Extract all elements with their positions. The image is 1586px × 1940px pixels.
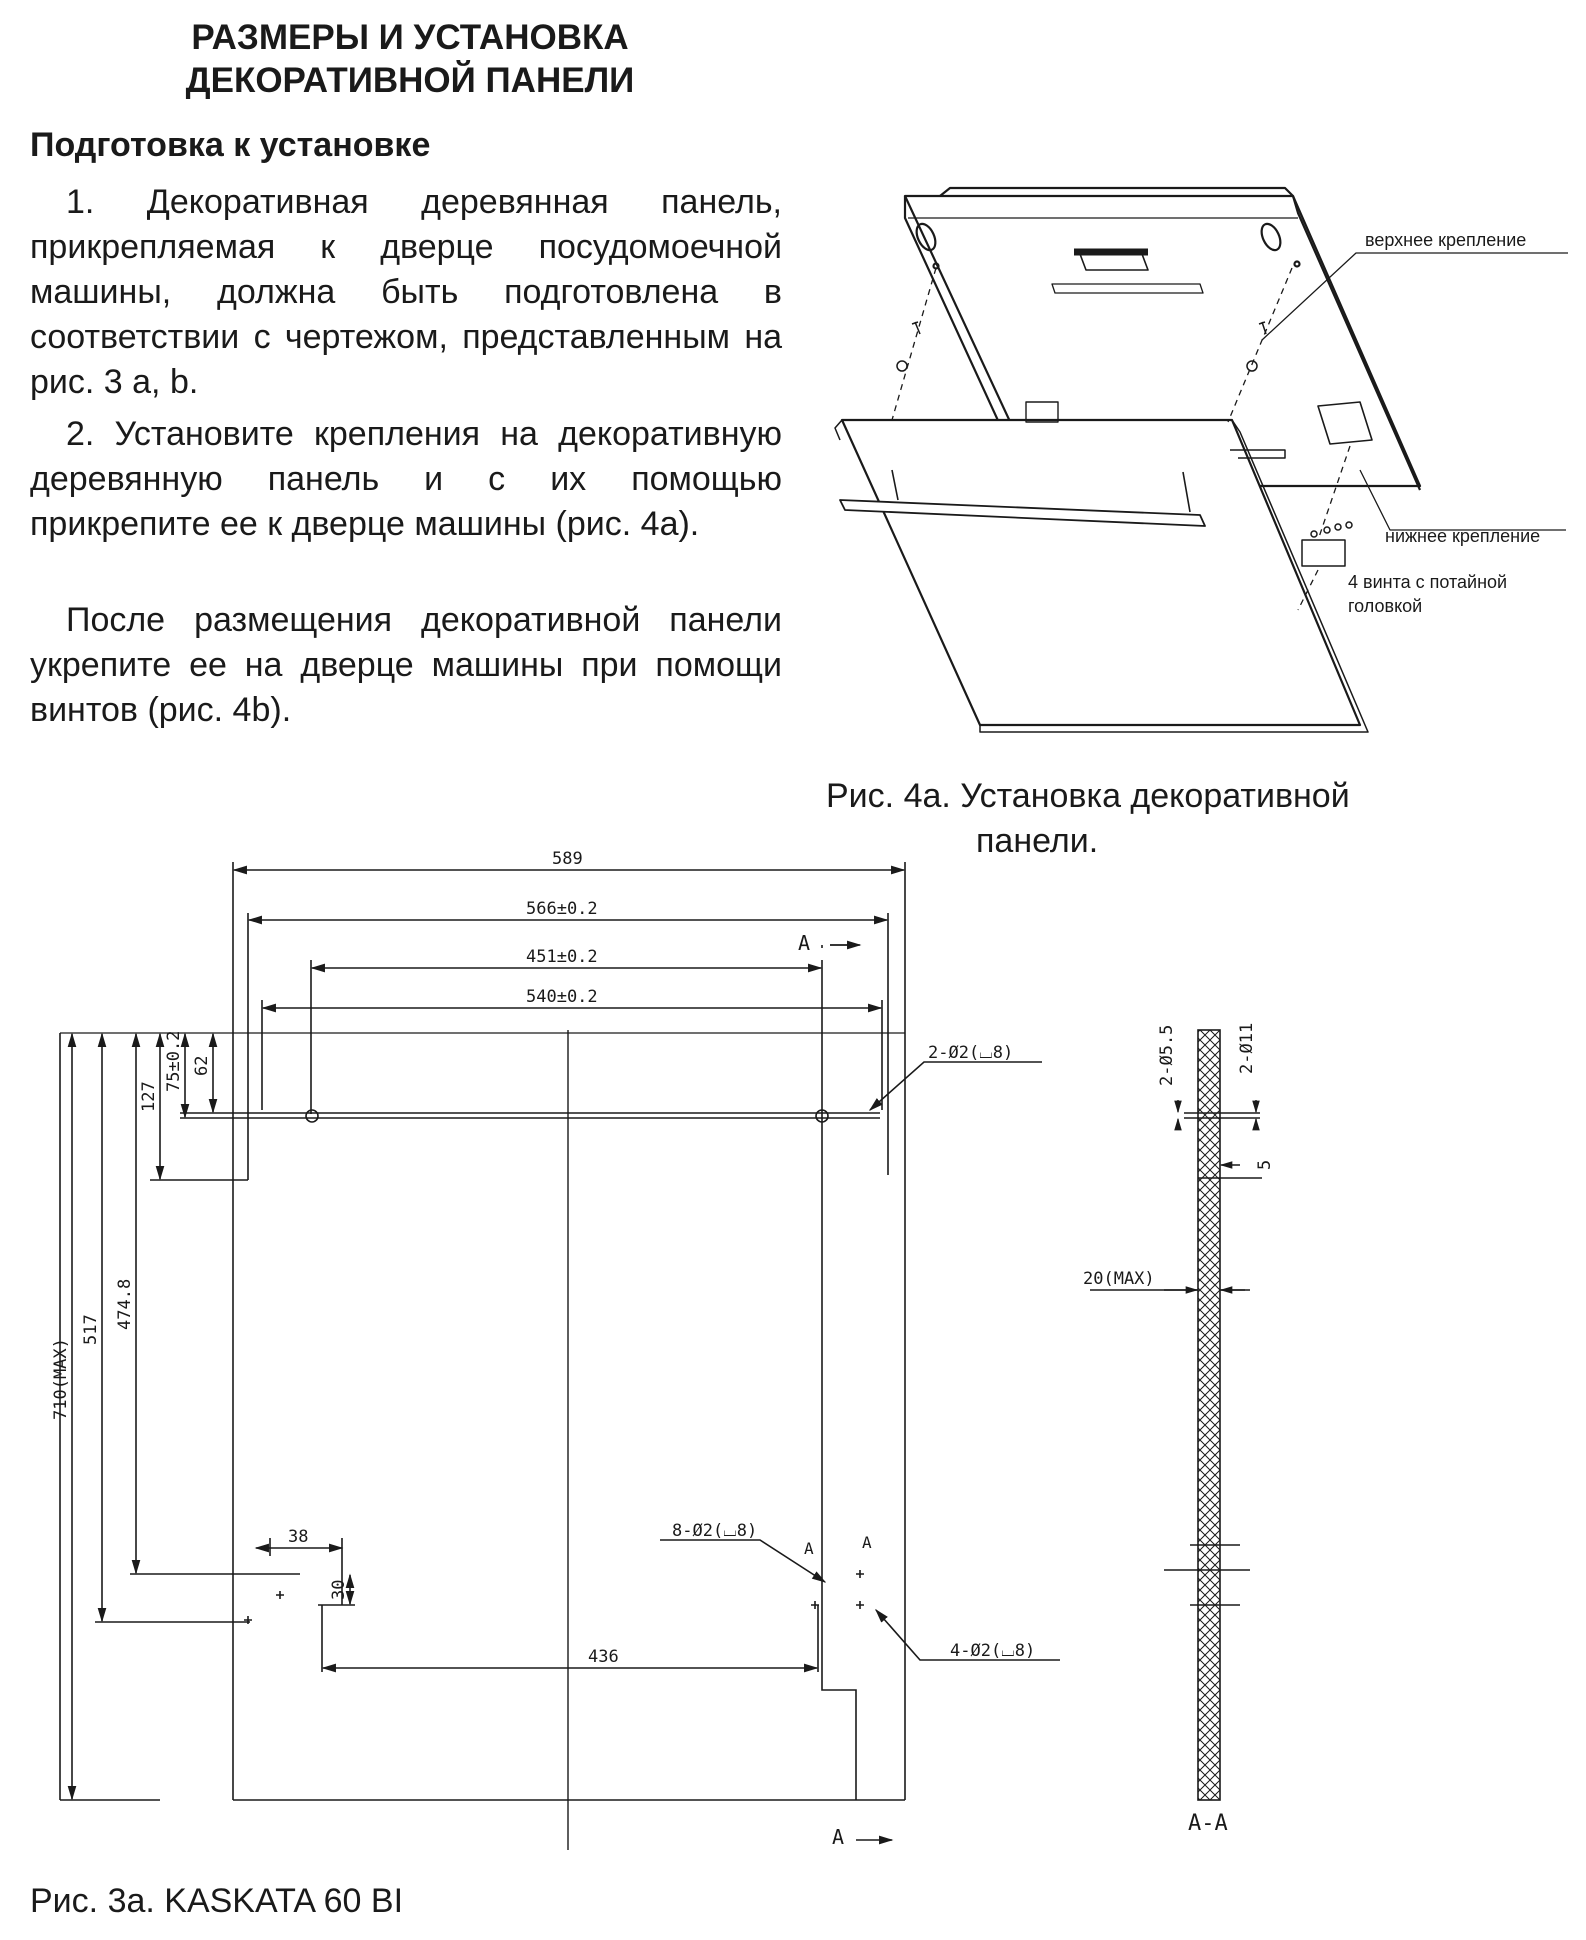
dim-451: 451±0.2 xyxy=(526,947,598,967)
dim-589: 589 xyxy=(552,849,583,869)
upper-bracket-left xyxy=(915,222,937,252)
dim-38: 38 xyxy=(288,1527,308,1547)
section-aa-view: 2-Ø5.5 2-Ø11 5 20(MAX) A-A xyxy=(1083,1023,1275,1836)
hole-top-callout: 2-Ø2(⌴8) xyxy=(928,1043,1013,1063)
top-hole-right xyxy=(815,1109,829,1123)
leader-upper xyxy=(1261,252,1568,341)
dim-436: 436 xyxy=(588,1647,619,1667)
label-screws-line-1: 4 винта с потайной xyxy=(1348,572,1507,592)
section-mark-mid-right: A xyxy=(862,1533,872,1552)
dim-710: 710(MAX) xyxy=(51,1338,71,1420)
dim-540: 540±0.2 xyxy=(526,987,598,1007)
step-2-paragraph: 2. Установите крепления на декоративную … xyxy=(30,415,782,543)
top-hole-left xyxy=(305,1109,319,1123)
page-title: РАЗМЕРЫ И УСТАНОВКА ДЕКОРАТИВНОЙ ПАНЕЛИ xyxy=(130,16,690,102)
hole-4-callout: 4-Ø2(⌴8) xyxy=(950,1641,1035,1661)
dim-517: 517 xyxy=(81,1314,101,1345)
label-upper-mount: верхнее крепление xyxy=(1365,230,1526,250)
section-mark-mid-left: A xyxy=(804,1539,814,1558)
hole-8-callout: 8-Ø2(⌴8) xyxy=(672,1521,757,1541)
title-line-2: ДЕКОРАТИВНОЙ ПАНЕЛИ xyxy=(185,61,635,100)
figure-4a-caption: Рис. 4a. Установка декоративной панели. xyxy=(826,777,1350,860)
section-5: 5 xyxy=(1255,1160,1275,1170)
section-d55: 2-Ø5.5 xyxy=(1157,1025,1177,1086)
title-line-1: РАЗМЕРЫ И УСТАНОВКА xyxy=(191,18,629,57)
section-aa-hatched xyxy=(1197,1029,1221,1801)
door-rim xyxy=(939,186,1294,197)
section-mark-top: A xyxy=(798,931,810,955)
figure-4a-installation-drawing: верхнее крепление нижнее крепление 4 вин… xyxy=(834,186,1568,733)
dim-62: 62 xyxy=(192,1056,212,1076)
section-20max: 20(MAX) xyxy=(1083,1269,1155,1289)
dim-127: 127 xyxy=(139,1081,159,1112)
section-mark-bottom: A xyxy=(832,1825,844,1849)
section-subtitle: Подготовка к установке xyxy=(30,126,431,164)
figure-3a-caption: Рис. 3a. KASKATA 60 BI xyxy=(30,1882,404,1920)
section-d11: 2-Ø11 xyxy=(1237,1023,1257,1074)
door-right-edge xyxy=(1291,195,1422,491)
upper-bracket-right xyxy=(1260,222,1282,252)
figure-3a-dimension-drawing: 589 566±0.2 451±0.2 540±0.2 2-Ø2(⌴8) 8-Ø… xyxy=(51,849,1275,1850)
lower-bracket-plate xyxy=(1317,401,1373,445)
dim-474: 474.8 xyxy=(115,1279,135,1330)
step-1-paragraph: 1. Декоративная деревянная панель, прикр… xyxy=(30,183,782,401)
decorative-panel-face xyxy=(840,418,1362,727)
door-top-face xyxy=(903,194,1422,488)
section-aa-label: A-A xyxy=(1188,1811,1228,1836)
step-3-paragraph: После размещения декоративной панели укр… xyxy=(30,601,782,729)
dim-30: 30 xyxy=(329,1580,349,1600)
dim-75: 75±0.2 xyxy=(164,1031,184,1092)
label-lower-mount: нижнее крепление xyxy=(1385,526,1540,546)
label-screws-line-2: головкой xyxy=(1348,596,1422,616)
leader-lower xyxy=(1359,469,1566,531)
dim-566: 566±0.2 xyxy=(526,899,598,919)
